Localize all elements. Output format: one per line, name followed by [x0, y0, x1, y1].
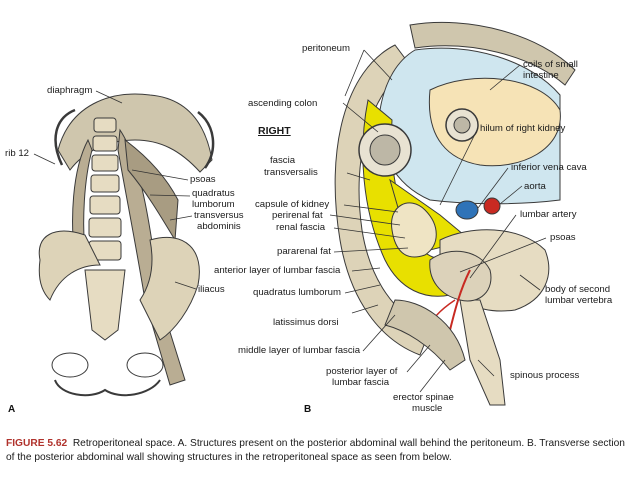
panel-a-leaders — [33, 90, 197, 290]
panel-b-drawing — [334, 22, 576, 406]
label-erector-2: muscle — [412, 403, 443, 414]
label-rib-12: rib 12 — [5, 148, 29, 159]
label-peritoneum: peritoneum — [302, 43, 350, 54]
label-right: RIGHT — [258, 125, 291, 137]
label-pararenal: pararenal fat — [277, 246, 331, 257]
label-ascending-colon: ascending colon — [248, 98, 318, 109]
label-erector-1: erector spinae — [393, 392, 454, 403]
psoas-b-shape — [429, 250, 492, 302]
figure-caption: FIGURE 5.62 Retroperitoneal space. A. St… — [6, 437, 632, 465]
spinous-process-shape — [459, 299, 506, 406]
anterior-wall-shape — [409, 22, 576, 86]
label-lumbar-artery: lumbar artery — [520, 209, 577, 220]
label-quadratus-a: quadratus — [192, 188, 235, 199]
label-psoas-b: psoas — [550, 232, 576, 243]
label-body-2: lumbar vertebra — [545, 295, 613, 306]
left-ilium — [38, 230, 101, 301]
label-hilum: hilum of right kidney — [480, 123, 566, 134]
left-obturator — [51, 352, 89, 378]
label-quadratus-b: quadratus lumborum — [253, 287, 341, 298]
rib-12-shape — [54, 108, 76, 166]
panel-b-leaders — [329, 49, 547, 393]
erector-spinae-shape — [384, 299, 466, 371]
label-fascia-2: transversalis — [264, 167, 318, 178]
small-intestine-shape — [428, 77, 561, 167]
sacrum — [84, 269, 126, 341]
label-coils-2: intestine — [523, 70, 559, 81]
label-abdominis: abdominis — [197, 221, 241, 232]
label-iliacus: iliacus — [198, 284, 225, 295]
caption-text: Retroperitoneal space. A. Structures pre… — [6, 438, 625, 463]
pubic-arch — [54, 379, 161, 397]
label-lumborum-a: lumborum — [192, 199, 235, 210]
label-fascia-1: fascia — [270, 155, 296, 166]
label-ivc: inferior vena cava — [511, 162, 587, 173]
label-psoas-a: psoas — [190, 174, 216, 185]
rib-right-shape — [197, 111, 215, 169]
lumbar-artery-shape — [449, 269, 471, 331]
label-spinous: spinous process — [510, 370, 580, 381]
label-diaphragm: diaphragm — [47, 85, 93, 96]
ivc-shape — [455, 200, 479, 220]
label-body-1: body of second — [545, 284, 611, 295]
aorta-shape — [483, 197, 501, 215]
label-coils-1: coils of small — [523, 59, 578, 70]
label-transversus: transversus — [194, 210, 244, 221]
panel-a-drawing — [38, 93, 215, 397]
label-aorta: aorta — [524, 181, 546, 192]
panel-label-b: B — [304, 404, 312, 415]
figure-number: FIGURE 5.62 — [6, 438, 68, 449]
kidney-shape — [391, 202, 437, 258]
right-ilium — [139, 236, 200, 341]
label-perirenal: perirenal fat — [272, 210, 323, 221]
label-capsule: capsule of kidney — [255, 199, 330, 210]
label-middle-layer: middle layer of lumbar fascia — [238, 345, 361, 356]
label-posterior-2: lumbar fascia — [332, 377, 390, 388]
label-anterior-layer: anterior layer of lumbar fascia — [214, 265, 341, 276]
panel-label-a: A — [8, 404, 16, 415]
label-posterior-1: posterior layer of — [326, 366, 398, 377]
vertebral-column — [88, 117, 122, 261]
right-obturator — [126, 352, 164, 378]
label-latissimus: latissimus dorsi — [273, 317, 339, 328]
label-renal-fascia: renal fascia — [276, 222, 326, 233]
